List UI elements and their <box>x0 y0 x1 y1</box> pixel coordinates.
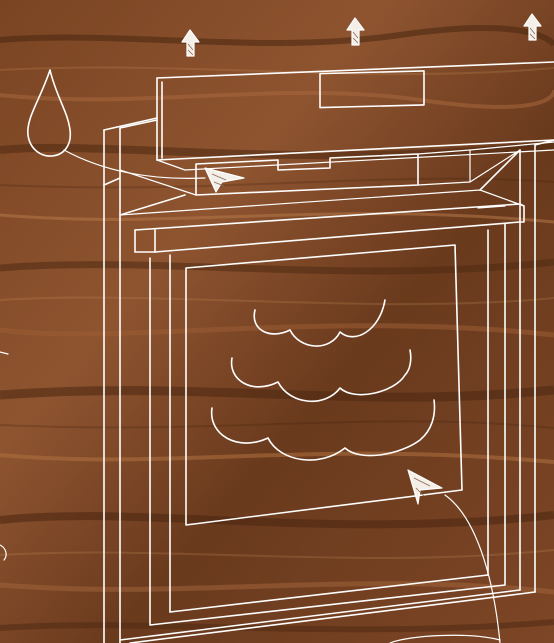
up-arrow-icon <box>182 30 199 56</box>
oven-vent-slot <box>196 142 554 195</box>
oven-control-panel <box>157 62 554 170</box>
edge-mark <box>0 545 6 560</box>
airflow-arrow-icon <box>205 168 244 192</box>
up-arrow-icon <box>524 14 541 40</box>
oven-display-window <box>320 71 424 108</box>
up-arrow-icon <box>347 18 364 45</box>
oven-handle-bar <box>120 190 524 252</box>
airflow-curve-left <box>64 150 205 178</box>
oven-door <box>150 224 505 625</box>
cabinet-frame <box>104 118 554 643</box>
edge-mark <box>0 352 8 354</box>
airflow-curve-right <box>445 495 500 643</box>
water-drop-icon <box>28 70 70 156</box>
airflow-arrow-icon <box>408 470 442 504</box>
base-ring <box>390 635 500 643</box>
heat-waves-icon <box>212 300 435 460</box>
